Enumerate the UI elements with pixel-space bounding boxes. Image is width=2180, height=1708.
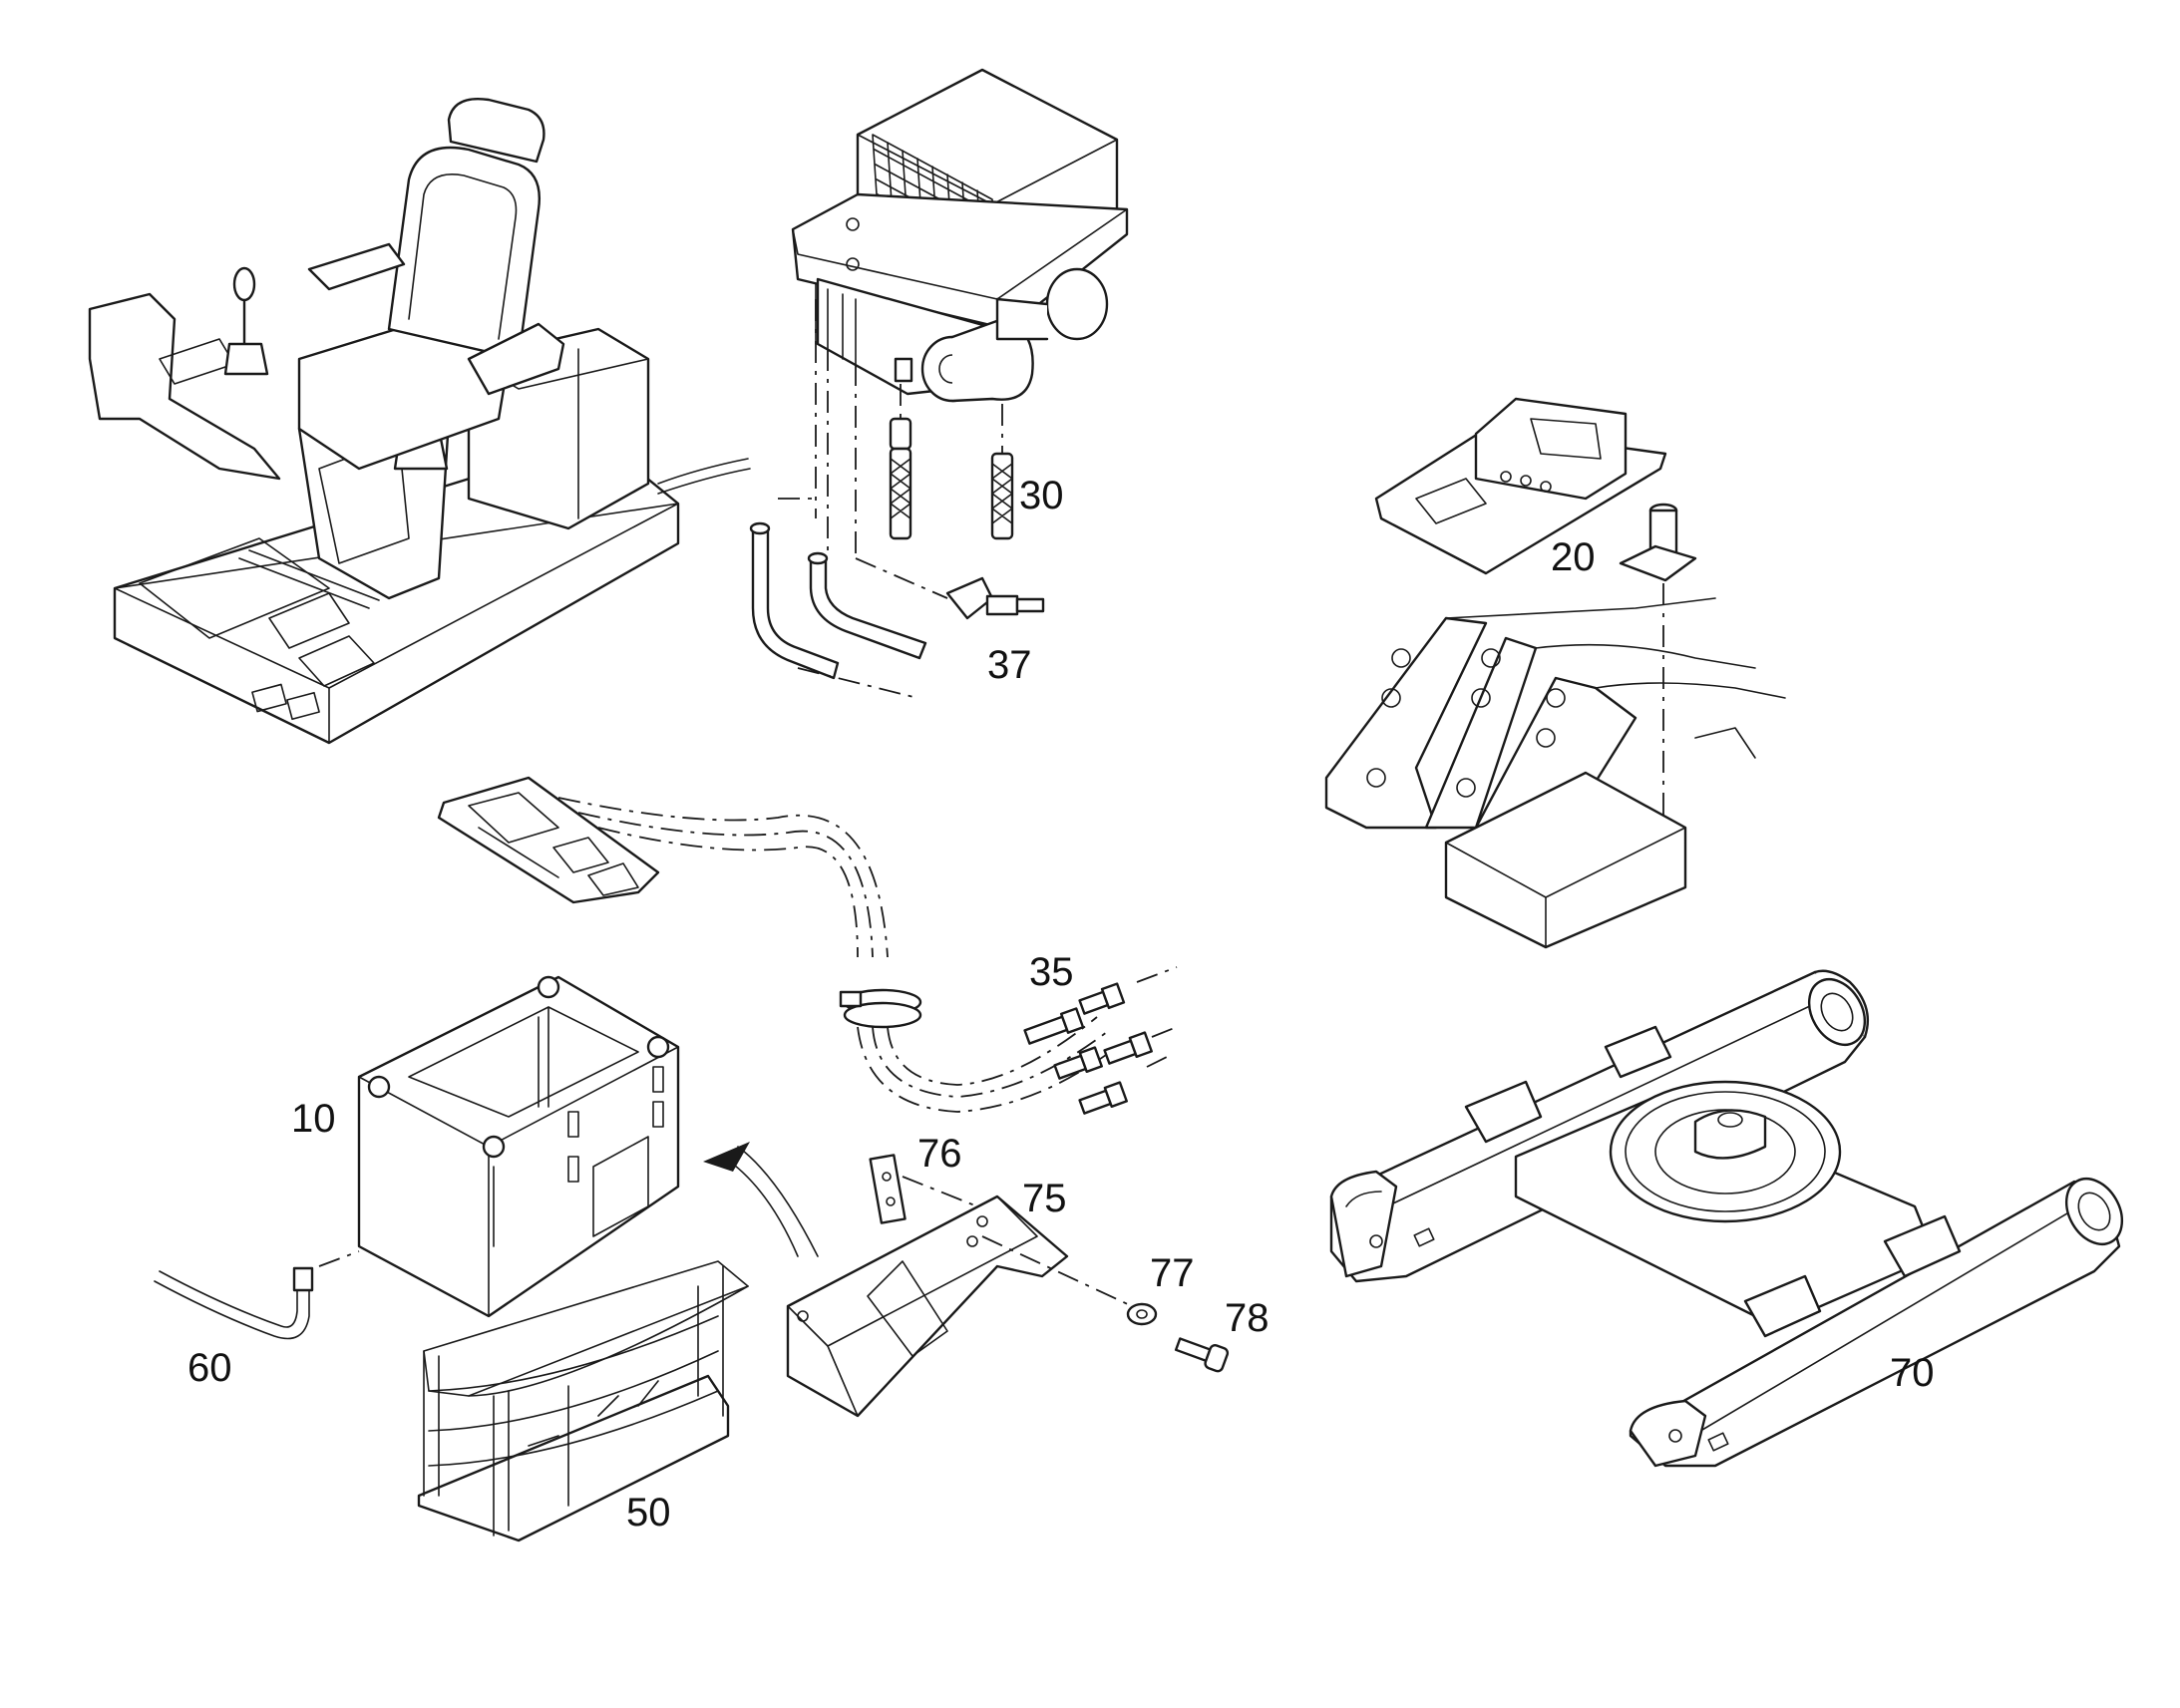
drain-tubes <box>749 299 1045 699</box>
sensor-fittings <box>1023 966 1178 1115</box>
upper-frame-section <box>1324 597 1786 949</box>
callout-30: 30 <box>1019 474 1064 517</box>
callout-35: 35 <box>1029 950 1074 994</box>
callout-70: 70 <box>1890 1351 1935 1395</box>
battery-cable <box>154 1250 360 1340</box>
hoses-group <box>889 384 1014 540</box>
callout-75: 75 <box>1022 1177 1067 1220</box>
callout-labels: 30 20 37 35 10 76 75 77 78 60 70 50 <box>187 474 1935 1535</box>
battery-box <box>357 975 819 1318</box>
undercarriage-frame <box>1329 969 2124 1468</box>
callout-76: 76 <box>917 1132 962 1176</box>
callout-77: 77 <box>1150 1251 1195 1295</box>
callout-20: 20 <box>1551 535 1596 579</box>
operator-seat-assembly <box>88 98 751 745</box>
callout-37: 37 <box>987 643 1032 687</box>
callout-50: 50 <box>626 1491 671 1535</box>
tool-box <box>786 1154 1230 1418</box>
callout-60: 60 <box>187 1346 232 1390</box>
battery-holder-frame <box>417 1260 749 1542</box>
callout-10: 10 <box>291 1097 336 1141</box>
callout-78: 78 <box>1225 1296 1270 1340</box>
direction-arrow-icon <box>703 1142 750 1172</box>
step-plate-assembly <box>1374 397 1697 838</box>
floor-mat-harness <box>437 776 1118 1113</box>
air-conditioner-unit <box>791 68 1129 403</box>
